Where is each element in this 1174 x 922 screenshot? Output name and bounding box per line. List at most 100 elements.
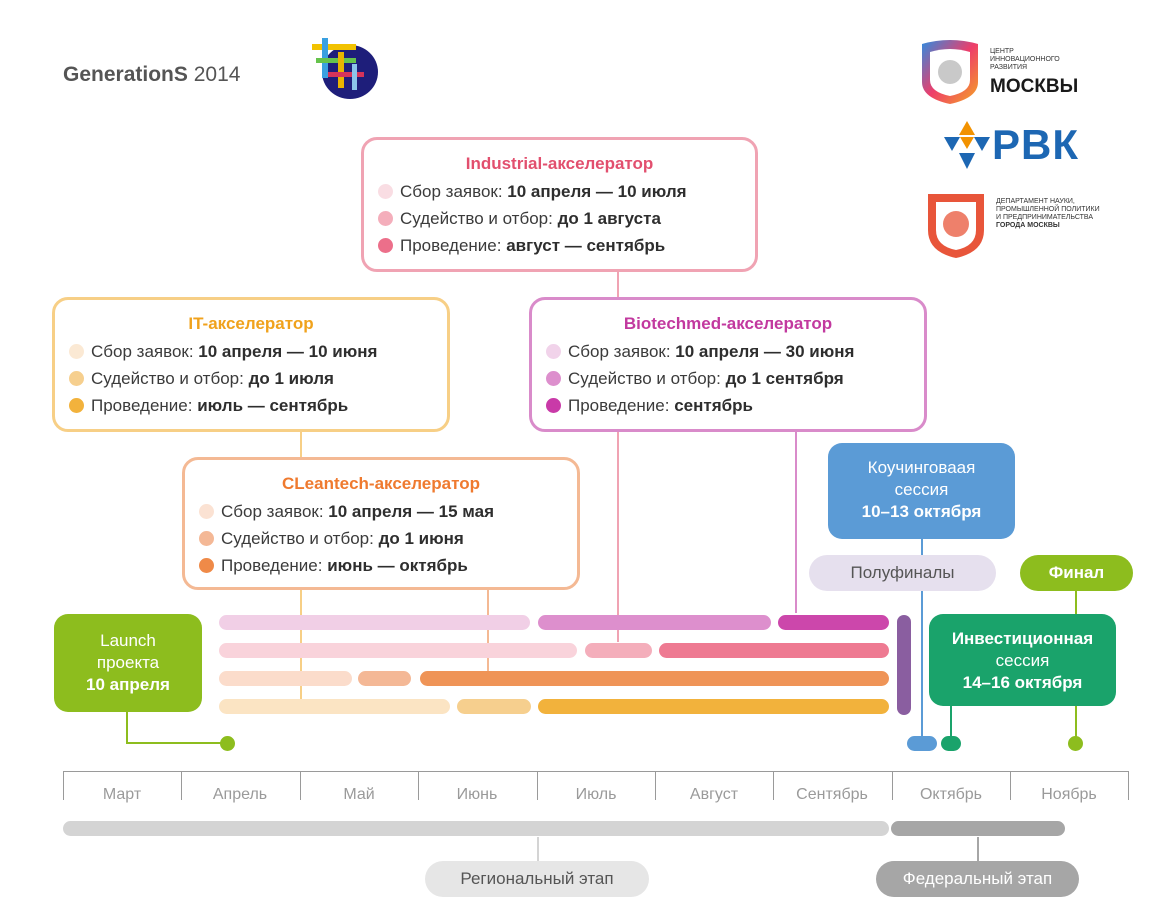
dept-line: И ПРЕДПРИНИМАТЕЛЬСТВА — [996, 214, 1094, 221]
coaching-marker — [907, 736, 937, 751]
semifinals-label: Полуфиналы — [809, 555, 996, 591]
federal-stage-label: Федеральный этап — [876, 861, 1079, 897]
month-label: Апрель — [212, 786, 268, 803]
row-label: Сбор заявок: — [91, 342, 199, 361]
coaching-connector — [921, 538, 923, 740]
launch-line: Launch — [100, 631, 156, 650]
bullet-icon — [546, 371, 561, 386]
moscow-center-line: ЦЕНТР — [990, 48, 1014, 55]
cleantech-run-bar — [420, 671, 889, 686]
moscow-center-line: РАЗВИТИЯ — [990, 64, 1028, 71]
axis-tick — [892, 772, 893, 800]
axis-tick — [63, 772, 64, 800]
dept-line: ПРОМЫШЛЕННОЙ ПОЛИТИКИ — [996, 206, 1100, 213]
industrial-row: Проведение: август — сентябрь — [378, 236, 665, 256]
investment-connector — [950, 706, 952, 738]
row-label: Судейство и отбор: — [91, 369, 249, 388]
dept-line: ДЕПАРТАМЕНТ НАУКИ, — [996, 198, 1075, 205]
row-label: Судейство и отбор: — [568, 369, 726, 388]
coaching-session-box: Коучинговаая сессия 10–13 октября — [828, 443, 1015, 539]
it-row: Сбор заявок: 10 апреля — 10 июня — [69, 342, 377, 362]
biotech-judge-bar — [538, 615, 771, 630]
investment-marker — [941, 736, 961, 751]
final-label: Финал — [1020, 555, 1133, 591]
it-collect-bar — [219, 699, 450, 714]
row-value: до 1 июня — [378, 529, 464, 548]
regional-stage-text: Региональный этап — [460, 869, 614, 888]
cleantech-row: Сбор заявок: 10 апреля — 15 мая — [199, 502, 494, 522]
it-title: IT-акселератор — [188, 314, 314, 333]
row-label: Судейство и отбор: — [400, 209, 558, 228]
biotech-row: Проведение: сентябрь — [546, 396, 753, 416]
cleantech-card: CLeantech-акселератор Сбор заявок: 10 ап… — [182, 457, 580, 590]
row-label: Сбор заявок: — [568, 342, 676, 361]
row-value: июнь — октябрь — [327, 556, 468, 575]
it-row: Проведение: июль — сентябрь — [69, 396, 348, 416]
month-label: Август — [689, 786, 739, 803]
row-value: июль — сентябрь — [197, 396, 349, 415]
it-card: IT-акселератор Сбор заявок: 10 апреля — … — [52, 297, 450, 432]
month-label: Октябрь — [919, 786, 982, 803]
bullet-icon — [199, 558, 214, 573]
cleantech-connector — [487, 590, 489, 678]
industrial-card: Industrial-акселератор Сбор заявок: 10 а… — [361, 137, 758, 272]
coaching-line: Коучинговаая — [867, 458, 976, 477]
moscow-crest-icon — [922, 40, 978, 104]
row-value: август — сентябрь — [506, 236, 666, 255]
timeline-axis — [63, 771, 1129, 772]
cleantech-collect-bar — [219, 671, 352, 686]
coaching-line: сессия — [894, 480, 949, 499]
biotech-collect-bar — [219, 615, 530, 630]
industrial-run-bar — [659, 643, 889, 658]
row-label: Проведение: — [568, 396, 675, 415]
federal-connector — [977, 837, 979, 861]
launch-line: проекта — [96, 653, 160, 672]
month-label: Ноябрь — [1041, 786, 1097, 803]
launch-date: 10 апреля — [86, 675, 170, 694]
federal-stage-text: Федеральный этап — [902, 869, 1053, 888]
month-label: Май — [343, 786, 375, 803]
row-label: Проведение: — [91, 396, 198, 415]
bullet-icon — [378, 184, 393, 199]
industrial-row: Судейство и отбор: до 1 августа — [378, 209, 661, 229]
month-label: Июнь — [456, 786, 498, 803]
moscow-coat-of-arms-icon — [928, 194, 984, 258]
bullet-icon — [69, 371, 84, 386]
row-value: до 1 сентября — [725, 369, 844, 388]
launch-connector-h — [126, 742, 224, 744]
row-value: 10 апреля — 10 июля — [507, 182, 687, 201]
row-value: сентябрь — [674, 396, 753, 415]
bullet-icon — [378, 238, 393, 253]
industrial-judge-bar — [585, 643, 652, 658]
axis-tick — [773, 772, 774, 800]
biotech-title: Biotechmed-акселератор — [623, 314, 833, 333]
bullet-icon — [199, 504, 214, 519]
cleantech-row: Проведение: июнь — октябрь — [199, 556, 468, 576]
axis-tick — [300, 772, 301, 800]
bullet-icon — [199, 531, 214, 546]
biotech-run-bar — [778, 615, 889, 630]
semifinals-text: Полуфиналы — [850, 563, 955, 582]
coaching-dates: 10–13 октября — [861, 502, 982, 521]
axis-tick — [418, 772, 419, 800]
bullet-icon — [378, 211, 393, 226]
generations-logo-icon — [312, 38, 378, 99]
month-label: Июль — [575, 786, 617, 803]
it-run-bar — [538, 699, 889, 714]
dept-line-bold: ГОРОДА МОСКВЫ — [996, 222, 1060, 229]
it-judge-bar — [457, 699, 531, 714]
brand-year: 2014 — [193, 63, 241, 86]
axis-tick — [1010, 772, 1011, 800]
bullet-icon — [546, 344, 561, 359]
launch-connector — [126, 712, 128, 742]
moscow-center-line: ИННОВАЦИОННОГО — [990, 56, 1060, 63]
industrial-row: Сбор заявок: 10 апреля — 10 июля — [378, 182, 687, 202]
federal-stage-bar — [891, 821, 1065, 836]
investment-line: сессия — [995, 651, 1050, 670]
cleantech-row: Судейство и отбор: до 1 июня — [199, 529, 464, 549]
brand-name: GenerationS — [63, 63, 188, 86]
row-label: Сбор заявок: — [400, 182, 508, 201]
axis-tick — [537, 772, 538, 800]
rvk-logo: РВК — [942, 119, 1102, 175]
final-text: Финал — [1048, 563, 1105, 582]
